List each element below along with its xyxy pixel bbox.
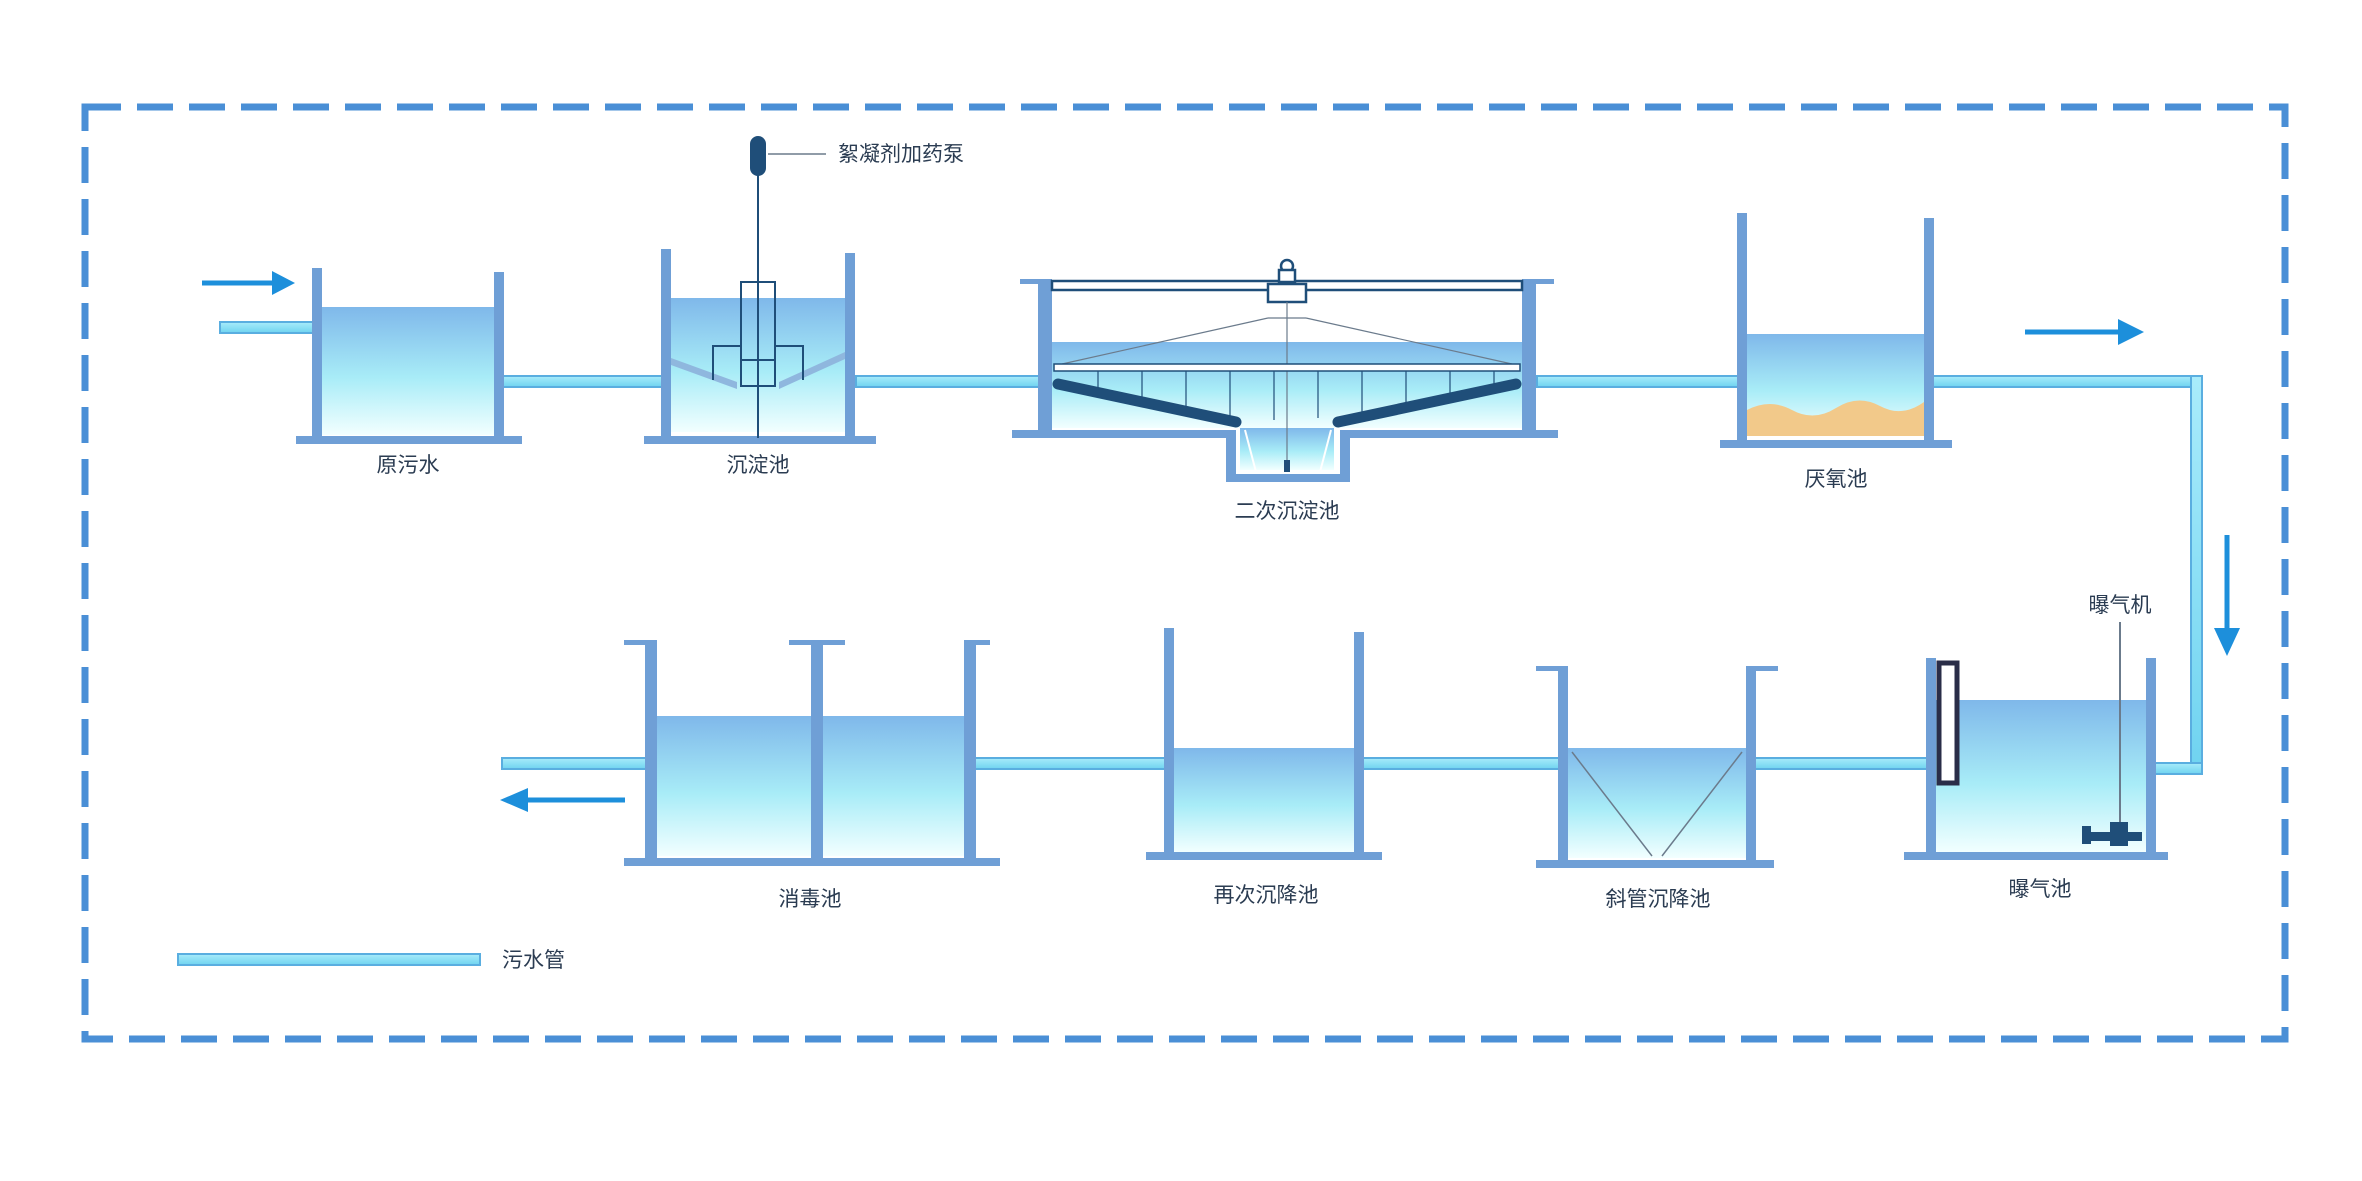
pipe-8 bbox=[1356, 757, 1569, 770]
aeration-tank-label: 曝气池 bbox=[2009, 877, 2072, 901]
pipe-2 bbox=[855, 375, 1053, 388]
arrow-left-icon bbox=[500, 788, 625, 812]
raw-sewage-label: 原污水 bbox=[377, 453, 440, 477]
legend: 污水管 bbox=[177, 948, 565, 972]
sedimentation-tank-label: 沉淀池 bbox=[727, 453, 790, 477]
arrow-down-icon bbox=[2214, 535, 2240, 656]
pipe-1 bbox=[495, 375, 672, 388]
anaerobic-tank-label: 厌氧池 bbox=[1805, 467, 1868, 491]
drive-motor-icon bbox=[1277, 258, 1297, 284]
resettling-tank-label: 再次沉降池 bbox=[1214, 883, 1319, 907]
secondary-sedimentation-tank bbox=[1012, 258, 1558, 482]
level-gauge-icon bbox=[1936, 660, 1960, 786]
aerator-icon bbox=[2082, 622, 2142, 846]
secondary-sedimentation-label: 二次沉淀池 bbox=[1235, 499, 1340, 523]
flocculant-pump-label: 絮凝剂加药泵 bbox=[838, 142, 964, 166]
resettling-tank bbox=[1146, 628, 1382, 860]
raw-sewage-tank bbox=[296, 268, 522, 444]
sludge-layer bbox=[1747, 400, 1924, 436]
anaerobic-tank bbox=[1720, 213, 1952, 448]
disinfection-tank-label: 消毒池 bbox=[779, 887, 842, 911]
pipe-9 bbox=[973, 757, 1175, 770]
dashed-boundary bbox=[81, 103, 2289, 1043]
legend-label: 污水管 bbox=[502, 948, 565, 972]
flocculant-pump-icon bbox=[750, 136, 826, 176]
outlet-pipe bbox=[501, 757, 649, 770]
inlet-pipe bbox=[219, 321, 319, 334]
legend-pipe-swatch bbox=[177, 953, 481, 966]
aeration-tank bbox=[1904, 622, 2168, 860]
arrow-right-icon bbox=[202, 271, 295, 295]
pipe-4 bbox=[1923, 375, 2203, 388]
aerator-label: 曝气机 bbox=[2089, 593, 2152, 617]
flow-arrows bbox=[202, 271, 2240, 812]
disinfection-tank bbox=[624, 640, 1000, 866]
inclined-tube-settling-tank bbox=[1536, 666, 1778, 868]
arrow-right-icon bbox=[2025, 319, 2144, 345]
sedimentation-tank bbox=[644, 136, 876, 444]
pipe-5-vertical bbox=[2190, 375, 2203, 775]
center-well-icon bbox=[712, 155, 804, 438]
pipe-7 bbox=[1747, 757, 1937, 770]
pipe-3 bbox=[1536, 375, 1748, 388]
inclined-tube-settling-label: 斜管沉降池 bbox=[1606, 887, 1711, 911]
